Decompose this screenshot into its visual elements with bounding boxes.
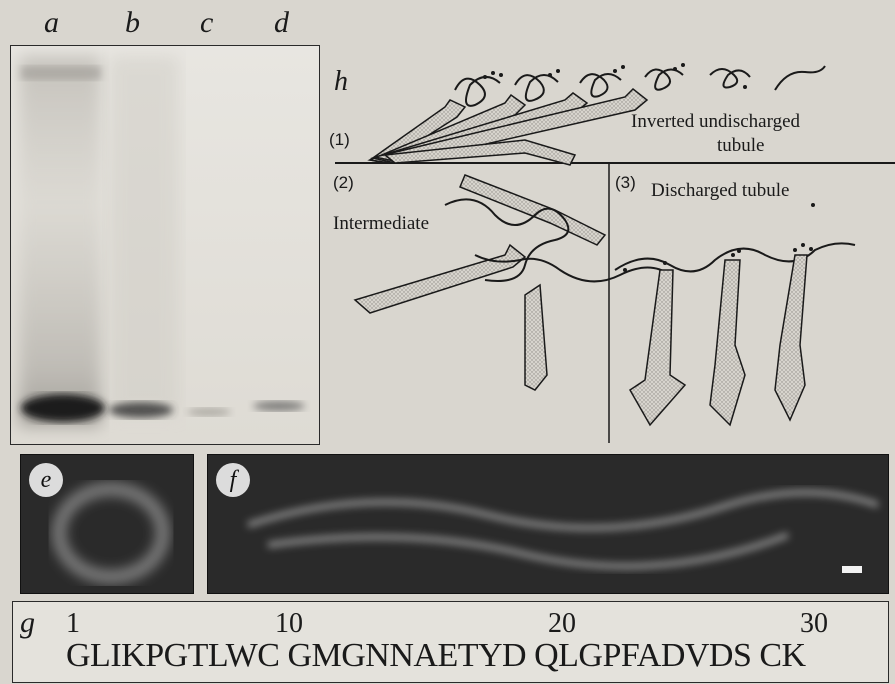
position-10: 10 bbox=[275, 608, 303, 640]
stage1-tubules bbox=[370, 89, 647, 165]
stage1-label-line2: tubule bbox=[717, 135, 765, 156]
discharge-diagram: (1) Inverted undischarged tubule (2) Int… bbox=[325, 45, 895, 443]
panel-g-label: g bbox=[20, 606, 35, 640]
stage3-label: Discharged tubule bbox=[651, 180, 789, 201]
lane-a-smear bbox=[19, 56, 101, 426]
panel-f-svg bbox=[208, 455, 888, 593]
panel-f-label: f bbox=[216, 463, 250, 497]
lane-a-top-band bbox=[21, 66, 101, 80]
panel-f-micrograph: f bbox=[207, 454, 889, 594]
stage2-tubules bbox=[355, 175, 605, 390]
stage3-tubules bbox=[630, 255, 807, 425]
stage2-number: (2) bbox=[333, 173, 354, 192]
band-c bbox=[187, 408, 231, 416]
stage1-label-line1: Inverted undischarged bbox=[631, 111, 801, 132]
panel-e-label: e bbox=[29, 463, 63, 497]
cell-glow bbox=[59, 489, 163, 577]
panel-e-micrograph: e bbox=[20, 454, 194, 594]
lane-label-c: c bbox=[200, 6, 213, 40]
band-a bbox=[21, 394, 105, 422]
lane-label-d: d bbox=[274, 6, 289, 40]
stage3-number: (3) bbox=[615, 173, 636, 192]
band-d bbox=[253, 401, 305, 411]
gel-image bbox=[10, 45, 320, 445]
peptide-sequence: GLIKPGTLWC GMGNNAETYD QLGPFADVDS CK bbox=[66, 637, 806, 675]
gel-svg bbox=[11, 46, 319, 444]
position-20: 20 bbox=[548, 608, 576, 640]
position-1: 1 bbox=[66, 608, 80, 640]
lane-b-smear bbox=[109, 56, 179, 416]
band-b bbox=[109, 402, 173, 418]
lane-label-b: b bbox=[125, 6, 140, 40]
lane-label-a: a bbox=[44, 6, 59, 40]
stage1-number: (1) bbox=[329, 130, 350, 149]
tubule-fluorescence bbox=[248, 493, 878, 567]
diagram-svg: (1) Inverted undischarged tubule (2) Int… bbox=[325, 45, 895, 443]
stage2-label: Intermediate bbox=[333, 213, 429, 234]
scale-bar bbox=[842, 566, 862, 573]
position-30: 30 bbox=[800, 608, 828, 640]
